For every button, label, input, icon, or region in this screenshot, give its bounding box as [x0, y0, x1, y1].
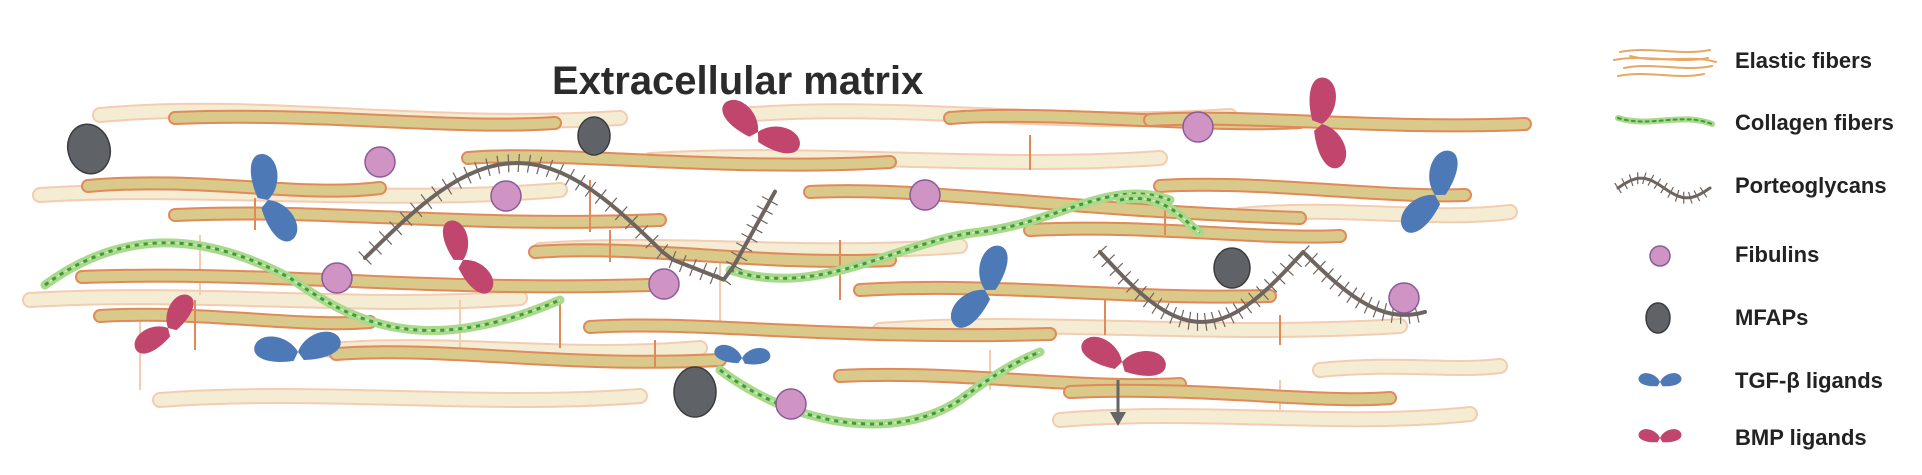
tgf-beta-legend-icon	[1638, 373, 1682, 387]
fibulin	[1182, 111, 1214, 143]
tgf-beta-ligand	[253, 330, 342, 365]
proteoglycan-icon	[1614, 172, 1712, 204]
fibulin	[909, 179, 941, 211]
fibulin	[1388, 282, 1420, 314]
legend-label-collagen-fibers: Collagen fibers	[1735, 110, 1894, 135]
proteoglycan-legend-icon	[1614, 172, 1712, 204]
bmp-ligand	[1077, 333, 1169, 382]
diagram-title: Extracellular matrix	[552, 59, 923, 103]
mfap-legend-icon	[1645, 302, 1671, 334]
elastic-fiber	[75, 268, 657, 294]
collagen-fiber	[1115, 193, 1205, 237]
elastic-fiber	[833, 367, 1187, 393]
collagen-fiber	[40, 238, 565, 335]
fibulin	[364, 146, 396, 178]
collagen-fiber-legend-icon	[1615, 115, 1715, 127]
legend-label-bmp-ligands: BMP ligands	[1735, 425, 1867, 450]
legend-label-proteoglycans: Porteoglycans	[1735, 173, 1887, 198]
elastic-fiber	[853, 280, 1277, 304]
proteoglycans	[358, 153, 1427, 331]
elastic-fiber	[1153, 177, 1472, 203]
elastic-fiber	[1312, 358, 1508, 378]
mfap	[66, 123, 112, 175]
elastic-fiber	[803, 184, 1307, 225]
fibulin	[321, 262, 353, 294]
mfap	[577, 116, 611, 156]
elastic-fiber	[583, 318, 1057, 343]
bmp-legend-icon	[1638, 429, 1682, 443]
elastic-fiber	[1023, 221, 1347, 244]
elastic-fiber	[22, 289, 528, 310]
legend-label-elastic-fibers: Elastic fibers	[1735, 48, 1872, 73]
elastic-fiber-legend-icon	[1613, 49, 1717, 77]
legend-label-fibulins: Fibulins	[1735, 242, 1819, 267]
collagen-fiber	[725, 189, 1175, 283]
elastic-fiber	[168, 109, 562, 132]
elastic-fiber	[93, 307, 377, 331]
elastic-fiber	[152, 388, 648, 408]
elastic-fiber	[329, 345, 727, 369]
proteoglycan	[1092, 245, 1427, 331]
elastic-fiber	[168, 206, 667, 229]
legend: Elastic fibers Collagen fibers Porteogly…	[1613, 48, 1894, 450]
elastic-fiber	[1063, 383, 1397, 407]
matrix-molecules	[66, 75, 1466, 426]
collagen-fiber	[715, 347, 1045, 429]
fibulin-legend-icon	[1649, 245, 1671, 267]
elastic-fiber	[81, 176, 387, 198]
mfap	[1213, 247, 1251, 289]
fibulin	[490, 180, 522, 212]
elastic-fiber	[872, 318, 1408, 338]
fibulin	[648, 268, 680, 300]
legend-label-mfaps: MFAPs	[1735, 305, 1808, 330]
mfap	[673, 366, 717, 418]
release-arrow	[1110, 380, 1126, 426]
legend-label-tgf-beta-ligands: TGF-β ligands	[1735, 368, 1883, 393]
fibulin	[775, 388, 807, 420]
proteoglycan	[358, 153, 779, 286]
